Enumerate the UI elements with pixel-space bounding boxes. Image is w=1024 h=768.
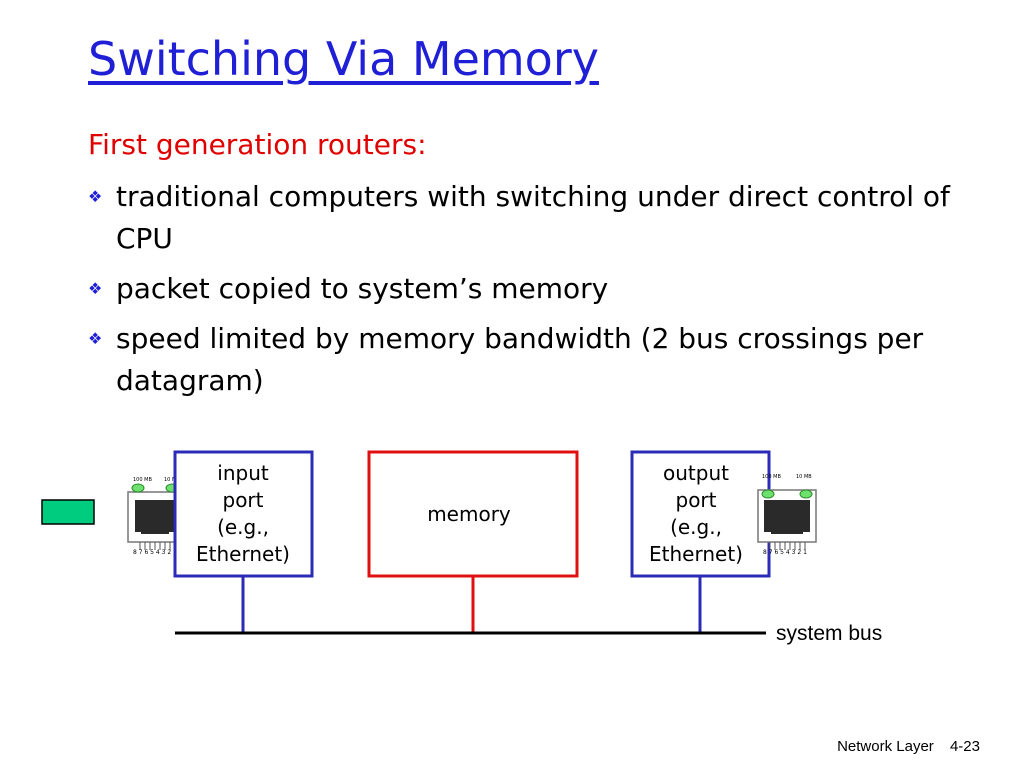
slide-footer: Network Layer 4-23 <box>825 738 980 755</box>
memory-box <box>367 450 579 578</box>
output-port-label: output <box>663 461 729 485</box>
input-port-label: Ethernet) <box>196 542 290 566</box>
output-port-label: (e.g., <box>670 515 722 539</box>
input-port-label: port <box>223 488 264 512</box>
ethernet-connector-left-icon: 100 MB 10 MB 8 7 6 5 4 3 2 1 <box>127 477 183 556</box>
footer-chapter: Network Layer <box>837 738 934 755</box>
bullet-item: ❖ packet copied to system’s memory <box>88 268 968 310</box>
svg-text:8 7 6 5 4 3 2 1: 8 7 6 5 4 3 2 1 <box>763 549 807 556</box>
diamond-bullet-icon: ❖ <box>88 187 103 206</box>
input-port-label: (e.g., <box>217 515 269 539</box>
svg-text:8 7 6 5 4 3 2 1: 8 7 6 5 4 3 2 1 <box>133 549 177 556</box>
bullet-text: speed limited by memory bandwidth (2 bus… <box>116 322 924 397</box>
bullet-list: ❖ traditional computers with switching u… <box>88 176 968 410</box>
slide-subtitle: First generation routers: <box>88 128 427 161</box>
green-box <box>41 499 95 525</box>
diamond-bullet-icon: ❖ <box>88 279 103 298</box>
output-port-label: port <box>676 488 717 512</box>
memory-label: memory <box>427 502 511 526</box>
footer-page-number: 4-23 <box>949 738 980 755</box>
output-port-label: Ethernet) <box>649 542 743 566</box>
slide-title: Switching Via Memory <box>88 32 599 86</box>
svg-text:10 MB: 10 MB <box>796 474 812 480</box>
system-bus-label: system bus <box>776 622 882 645</box>
bullet-item: ❖ speed limited by memory bandwidth (2 b… <box>88 318 968 402</box>
bullet-text: packet copied to system’s memory <box>116 272 609 305</box>
svg-text:100 MB: 100 MB <box>133 477 152 483</box>
svg-text:100 MB: 100 MB <box>762 474 781 480</box>
ethernet-connector-right-icon: 100 MB 10 MB 8 7 6 5 4 3 2 1 <box>757 474 817 556</box>
input-port-box <box>173 450 314 578</box>
svg-text:10 MB: 10 MB <box>164 477 180 483</box>
router-diagram: 100 MB 10 MB 8 7 6 5 4 3 2 1 input port … <box>41 450 882 645</box>
bullet-text: traditional computers with switching und… <box>116 180 950 255</box>
diamond-bullet-icon: ❖ <box>88 329 103 348</box>
input-port-label: input <box>217 461 269 485</box>
bullet-item: ❖ traditional computers with switching u… <box>88 176 968 260</box>
